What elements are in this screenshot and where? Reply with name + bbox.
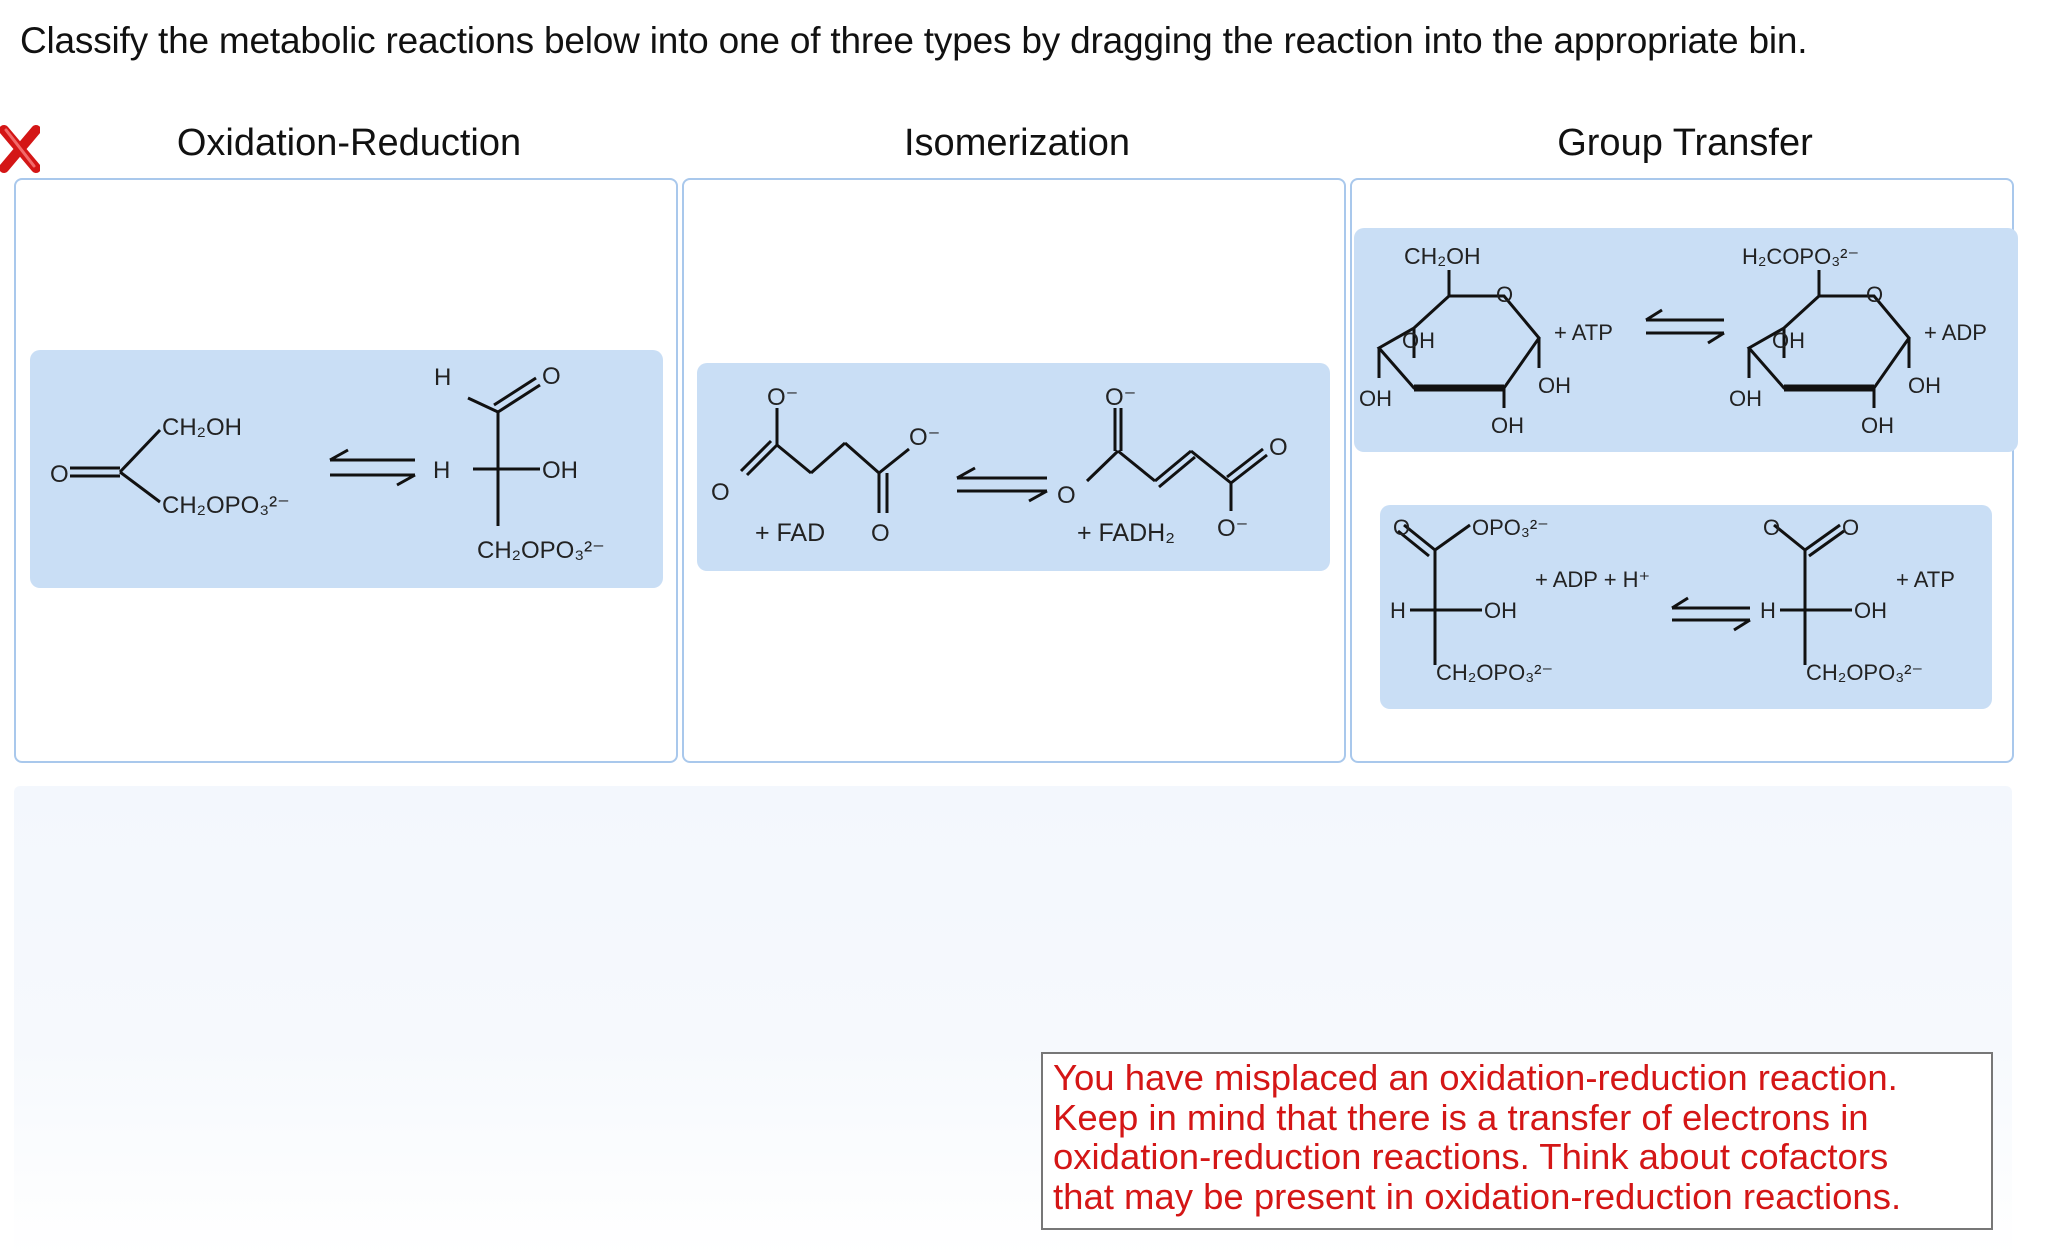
feedback-line-4: that may be present in oxidation-reducti… [1053, 1175, 1902, 1217]
r2-product-o-minus-top: O⁻ [1105, 384, 1136, 411]
r4-right-oh: OH [1854, 598, 1887, 623]
r2-product-o-right: O [1269, 434, 1288, 461]
feedback-line-2: Keep in mind that there is a transfer of… [1053, 1096, 1869, 1138]
reaction-card-succinate-fumarate[interactable]: O⁻ O O O⁻ + FAD O⁻ O O O⁻ + FADH₂ [697, 363, 1330, 571]
r1-left-bottom: CH₂OPO₃²⁻ [162, 492, 290, 519]
red-x-icon [0, 125, 40, 173]
r2-product-o-minus-bottom: O⁻ [1217, 515, 1248, 542]
r3-right-ring-o: O [1866, 282, 1883, 307]
feedback-line-1: You have misplaced an oxidation-reductio… [1053, 1057, 1898, 1098]
r4-left-o: O [1393, 515, 1410, 540]
r2-product-o-left: O [1057, 482, 1076, 509]
r4-right-bottom: CH₂OPO₃²⁻ [1806, 660, 1923, 685]
r4-reactant-extra: + ADP + H⁺ [1535, 567, 1650, 592]
r2-o-left: O [711, 479, 730, 506]
r3-right-oh-1: OH [1772, 328, 1805, 353]
reaction-card-dhap-g3p[interactable]: O CH₂OH CH₂OPO₃²⁻ H O H OH CH₂OPO₃²⁻ [30, 350, 663, 588]
r4-left-group: OPO₃²⁻ [1472, 515, 1549, 540]
r3-product-extra: + ADP [1924, 320, 1987, 345]
r4-right-h: H [1760, 598, 1776, 623]
r1-right-center-h: H [433, 457, 450, 484]
r3-right-oh-2: OH [1729, 386, 1762, 411]
r3-reactant-extra: + ATP [1554, 320, 1613, 345]
bin-title-oxidation-reduction: Oxidation-Reduction [176, 122, 522, 164]
r1-right-bottom: CH₂OPO₃²⁻ [477, 537, 605, 564]
r1-left-top: CH₂OH [162, 414, 242, 441]
r3-left-oh-3: OH [1491, 413, 1524, 438]
instruction-text: Classify the metabolic reactions below i… [20, 20, 1808, 61]
reaction-structure-dhap-g3p: O CH₂OH CH₂OPO₃²⁻ H O H OH CH₂OPO₃²⁻ [50, 363, 605, 564]
r1-right-h: H [434, 364, 451, 391]
r2-reactant-extra: + FAD [755, 519, 825, 547]
r4-product-extra: + ATP [1896, 567, 1955, 592]
r4-left-bottom: CH₂OPO₃²⁻ [1436, 660, 1553, 685]
r2-o-minus-right: O⁻ [909, 424, 940, 451]
feedback-line-3: oxidation-reduction reactions. Think abo… [1053, 1136, 1889, 1177]
r3-left-oh-4: OH [1538, 373, 1571, 398]
r3-right-oh-4: OH [1908, 373, 1941, 398]
r3-left-oh-2: OH [1359, 386, 1392, 411]
feedback-message: You have misplaced an oxidation-reductio… [1041, 1052, 1993, 1230]
reaction-structure-succinate-fumarate: O⁻ O O O⁻ + FAD O⁻ O O O⁻ + FADH₂ [711, 384, 1288, 547]
r1-right-oh: OH [542, 457, 578, 484]
r4-left-oh: OH [1484, 598, 1517, 623]
r3-left-top: CH₂OH [1404, 243, 1481, 269]
reaction-card-glucose-g6p[interactable]: CH₂OH O OH OH OH OH + ATP H₂COPO₃²⁻ O OH… [1354, 228, 2018, 452]
r4-right-o-right: O [1842, 515, 1859, 540]
reaction-structure-bpg-3pg: O OPO₃²⁻ + ADP + H⁺ H OH CH₂OPO₃²⁻ O O +… [1390, 515, 1955, 685]
bin-title-group-transfer: Group Transfer [1557, 122, 1813, 164]
r1-right-o: O [542, 363, 561, 390]
bin-title-isomerization: Isomerization [904, 122, 1130, 164]
reaction-card-bpg-3pg[interactable]: O OPO₃²⁻ + ADP + H⁺ H OH CH₂OPO₃²⁻ O O +… [1380, 505, 1992, 709]
r3-left-ring-o: O [1496, 282, 1513, 307]
reaction-structure-glucose-g6p: CH₂OH O OH OH OH OH + ATP H₂COPO₃²⁻ O OH… [1359, 243, 1987, 438]
r4-left-h: H [1390, 598, 1406, 623]
r3-left-oh-1: OH [1402, 328, 1435, 353]
r1-left-o: O [50, 461, 69, 488]
r3-right-top: H₂COPO₃²⁻ [1742, 244, 1859, 269]
r2-o-bottom: O [871, 520, 890, 547]
r4-right-o-left: O [1763, 515, 1780, 540]
r3-right-oh-3: OH [1861, 413, 1894, 438]
r2-o-minus-left: O⁻ [767, 384, 798, 411]
r2-product-extra: + FADH₂ [1077, 519, 1175, 547]
